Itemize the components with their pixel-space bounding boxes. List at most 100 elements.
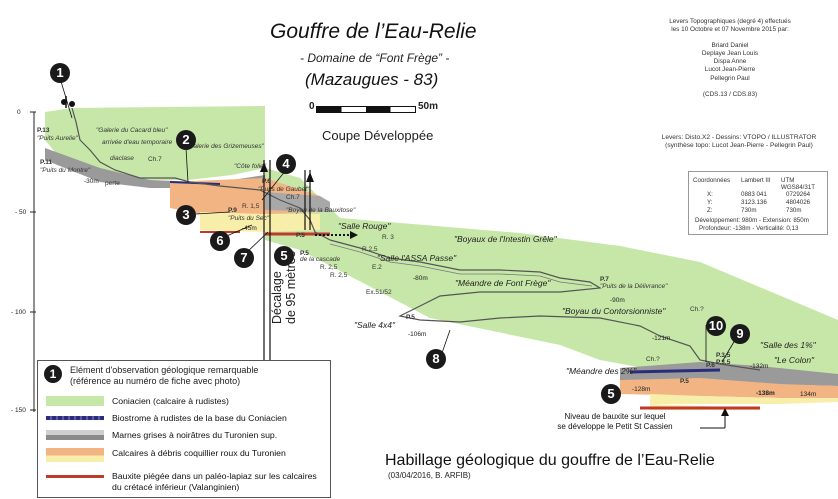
marnes-band-upper — [45, 148, 265, 188]
legend-label: Biostrome à rudistes de la base du Conia… — [112, 413, 287, 423]
label-p35: P.3,5 — [716, 352, 731, 359]
label-salle-rouge: "Salle Rouge" — [338, 221, 391, 231]
footer-subtitle: (03/04/2016, B. ARFIB) — [388, 471, 471, 480]
arrow-up-icon — [721, 408, 729, 416]
depth-label: -138m — [756, 390, 775, 397]
label-cascade: de la cascade — [300, 256, 341, 263]
label-r3: R. 3 — [382, 234, 394, 241]
label-boyau-bauxite: "Boyau de la Bauxitose" — [286, 207, 356, 214]
marker-9: 9 — [730, 324, 750, 344]
label-arrivee: arrivée d'eau temporaire — [102, 139, 173, 146]
credit-line: Lucot Jean-Pierre — [704, 66, 756, 74]
calcaire-yellow-upper — [200, 212, 320, 232]
legend-marker-icon: 1 — [44, 365, 62, 383]
calcaire-yellow-lower — [650, 394, 838, 404]
axis-tick-label: 0 — [17, 109, 21, 116]
legend-swatch — [46, 396, 104, 406]
label-boyaux-intestin: "Boyaux de l'Intestin Grêle" — [454, 234, 557, 244]
label-p35b: P.3,5 — [716, 359, 731, 366]
label-p7: P.7 — [600, 276, 609, 283]
coniacien-lower — [265, 168, 838, 376]
marker-8: 8 — [426, 349, 446, 369]
legend-box: 1 Elément d'observation géologique remar… — [37, 360, 331, 498]
label-p6b: P.6 — [706, 362, 715, 369]
label-ch7b: Ch.7 — [286, 194, 300, 201]
coord-cell: 3123.136 — [741, 199, 767, 206]
marker-leader — [195, 211, 231, 215]
passage-lower-wall — [329, 243, 593, 287]
depth-line: Profondeur: -138m - Verticalité: 0,13 — [699, 225, 799, 232]
label-diaclase: diaclase — [110, 155, 134, 162]
credit-line: les 10 Octobre et 07 Novembre 2015 par: — [671, 26, 789, 34]
fault-arrow-icon — [306, 172, 314, 182]
legend-label: Bauxite piégée dans un paléo-lapiaz sur … — [112, 471, 317, 481]
tree-icon — [61, 96, 75, 108]
scale-bar — [316, 106, 416, 113]
credit-line: Deplaye Jean Louis — [701, 50, 759, 58]
marker-1: 1 — [50, 63, 70, 83]
scale-zero: 0 — [309, 101, 315, 112]
legend-marker-line1: Elément d'observation géologique remarqu… — [70, 365, 259, 375]
label-r25c: R. 2,5 — [330, 272, 348, 279]
decalage-label: Décalage de 95 mètres — [270, 204, 298, 324]
depth-label: -90m — [610, 297, 625, 304]
label-p9: P.9 — [228, 207, 237, 214]
depth-label: -121m — [652, 335, 671, 342]
depth-label: -128m — [632, 386, 651, 393]
credit-line: Levers Topographiques (degré 4) effectué… — [669, 18, 791, 25]
legend-label: Calcaires à débris coquillier roux du Tu… — [112, 448, 286, 458]
coord-cell: Y: — [707, 199, 713, 206]
coord-cell: 730m — [786, 207, 802, 214]
coord-cell: 0729264 — [786, 191, 811, 198]
marnes-band-mid — [265, 192, 330, 212]
tools-line: Levers: Disto.X2 - Dessins: VTOPO / ILLU… — [661, 134, 817, 141]
credit-line: Briard Daniel — [711, 42, 749, 50]
legend-swatch — [46, 430, 104, 440]
bauxite-note-line1: Niveau de bauxite sur lequel — [564, 412, 666, 421]
label-boyau-contor: "Boyau du Contorsionniste" — [562, 306, 666, 316]
label-ex5152: Ex.51/52 — [366, 289, 392, 296]
legend-swatch — [46, 471, 104, 481]
coord-header: Lambert III — [741, 177, 771, 184]
footer-title: Habillage géologique du gouffre de l’Eau… — [385, 452, 715, 469]
tools-credits: Levers: Disto.X2 - Dessins: VTOPO / ILLU… — [640, 134, 838, 150]
label-salle4x4: "Salle 4x4" — [354, 320, 396, 330]
turonien-lower — [620, 378, 838, 398]
survey-credits: Levers Topographiques (degré 4) effectué… — [640, 18, 820, 99]
coord-cell: 730m — [741, 207, 757, 214]
passage-lower — [329, 239, 761, 371]
page-title: Gouffre de l’Eau-Relie — [270, 20, 477, 43]
credit-line: Pellegrin Paul — [710, 74, 750, 82]
label-meandre-font: "Méandre de Font Frège" — [455, 278, 551, 288]
depth-label: -106m — [408, 331, 427, 338]
marker-leader — [441, 329, 451, 354]
label-perte: perte — [105, 180, 120, 187]
marker-6: 6 — [210, 231, 230, 251]
label-p6: P.6 — [262, 178, 271, 185]
section-label: Coupe Développée — [322, 128, 434, 143]
label-colon: "Le Colon" — [774, 355, 815, 365]
marker-leader — [185, 147, 189, 183]
label-ch7d: Ch.? — [646, 356, 660, 363]
depth-label: -45m — [242, 225, 257, 232]
label-salle-1: "Salle des 1%" — [760, 340, 816, 350]
coord-header: UTM WGS84/31T — [781, 177, 816, 191]
development-line: Développement: 980m - Extension: 850m — [695, 217, 809, 224]
bauxite-note: Niveau de bauxite sur lequel se développ… — [535, 412, 695, 432]
subtitle-domain: - Domaine de “Font Frège” - — [300, 51, 450, 65]
coordinates-box: Coordonnées Lambert III UTM WGS84/31T X:… — [688, 171, 828, 235]
legend-marker-line2: (référence au numéro de fiche avec photo… — [70, 376, 241, 386]
label-cote-folie: "Côte folie" — [234, 163, 267, 170]
decalage-line2: de 95 mètres — [284, 251, 298, 324]
coord-cell: 0883 041 — [741, 191, 767, 198]
label-p5b: P.5 — [406, 314, 415, 321]
scale-end: 50m — [418, 101, 439, 112]
arrow-right-icon — [350, 231, 358, 239]
label-p5c: P.5 — [680, 378, 689, 385]
coord-cell: Z: — [707, 207, 713, 214]
marker-2: 2 — [176, 130, 196, 150]
label-puits-delivrance: "Puits de la Délivrance" — [600, 283, 668, 290]
biostrome-lower — [629, 368, 721, 374]
legend-swatch — [46, 448, 104, 462]
